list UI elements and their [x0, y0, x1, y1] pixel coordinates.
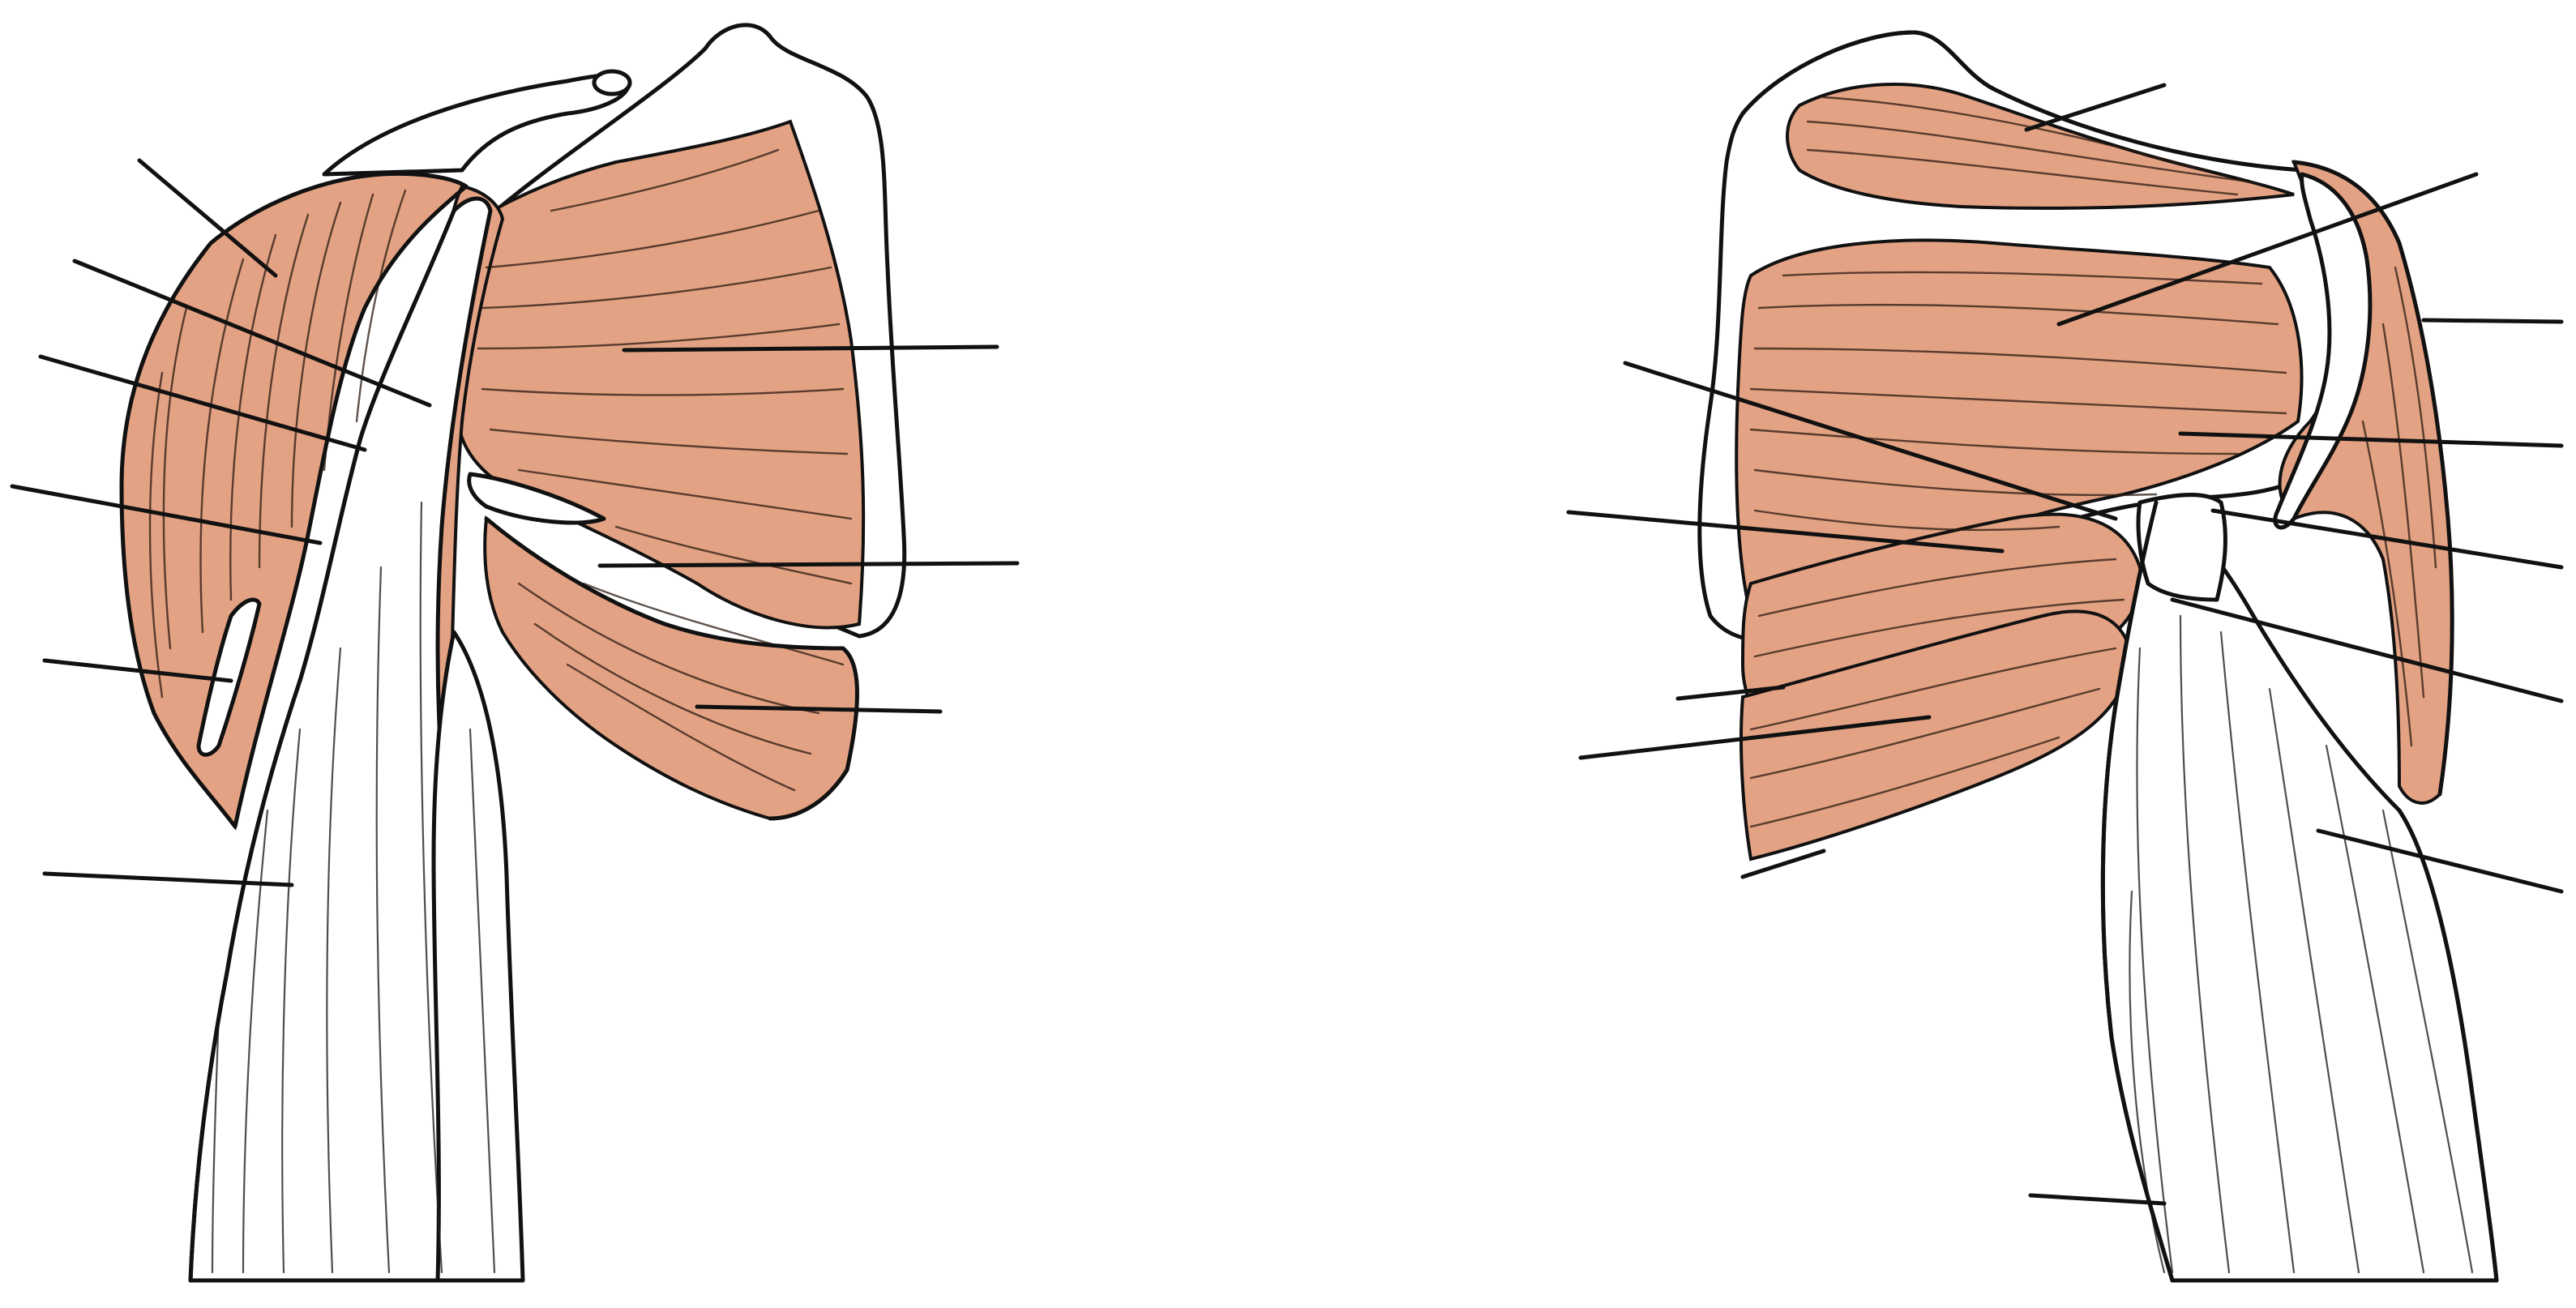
right-teres-major-muscle	[1739, 609, 2134, 861]
right-deltoid-outline	[2291, 160, 2454, 797]
left-leader-2	[72, 259, 432, 408]
right-infraspinatus-muscle	[1735, 238, 2304, 618]
left-arm-fibers	[211, 501, 496, 1274]
left-arm-outline	[188, 208, 456, 1283]
left-clavicle-end	[592, 69, 632, 96]
right-leader-3	[2421, 318, 2564, 324]
right-leader-6	[1566, 510, 2005, 554]
left-leader-6	[42, 871, 294, 887]
left-subscapularis-fibers	[477, 148, 853, 585]
left-deltoid-outline	[119, 171, 469, 829]
right-leader-5	[1623, 361, 2118, 521]
right-leader-2	[2056, 172, 2479, 327]
right-leader-7	[2210, 508, 2564, 570]
right-view	[1566, 30, 2564, 1283]
left-tendon-strip	[196, 597, 262, 757]
left-leader-lines	[10, 158, 1020, 887]
left-view	[10, 23, 1020, 1283]
right-arm-outline-2	[2397, 808, 2499, 1283]
left-muscle-gap	[467, 472, 606, 525]
left-leader-8	[597, 561, 1020, 568]
right-leader-11	[2028, 1193, 2167, 1206]
right-leader-4	[2178, 431, 2564, 448]
left-arm-back	[431, 630, 525, 1283]
right-leader-12	[1740, 848, 1826, 879]
right-leader-13	[1675, 685, 1786, 701]
right-teres-fibers	[1749, 558, 2125, 828]
left-teres-fibers	[517, 582, 845, 792]
right-infraspinatus-fibers	[1749, 271, 2287, 532]
right-scapula-outline	[1740, 30, 1996, 116]
right-leader-1	[2024, 83, 2167, 132]
right-leader-10	[2316, 828, 2564, 894]
left-leader-3	[38, 354, 367, 452]
right-supraspinatus-fibers	[1806, 96, 2255, 196]
right-arm-fibers	[2129, 614, 2474, 1274]
left-leader-4	[10, 484, 323, 545]
right-arm-outline	[2100, 500, 2175, 1283]
left-leader-7	[622, 344, 999, 353]
right-leader-9	[1578, 715, 1932, 760]
right-leader-8	[2170, 597, 2564, 703]
right-supraspinatus-muscle	[1786, 83, 2295, 210]
right-leader-lines	[1566, 83, 2564, 1206]
right-deltoid-fibers	[2361, 266, 2437, 747]
left-leader-5	[42, 658, 233, 683]
left-teres-outline	[484, 516, 859, 821]
left-leader-9	[695, 704, 943, 714]
left-leader-1	[137, 158, 278, 278]
right-deltoid-edge	[2273, 172, 2373, 530]
